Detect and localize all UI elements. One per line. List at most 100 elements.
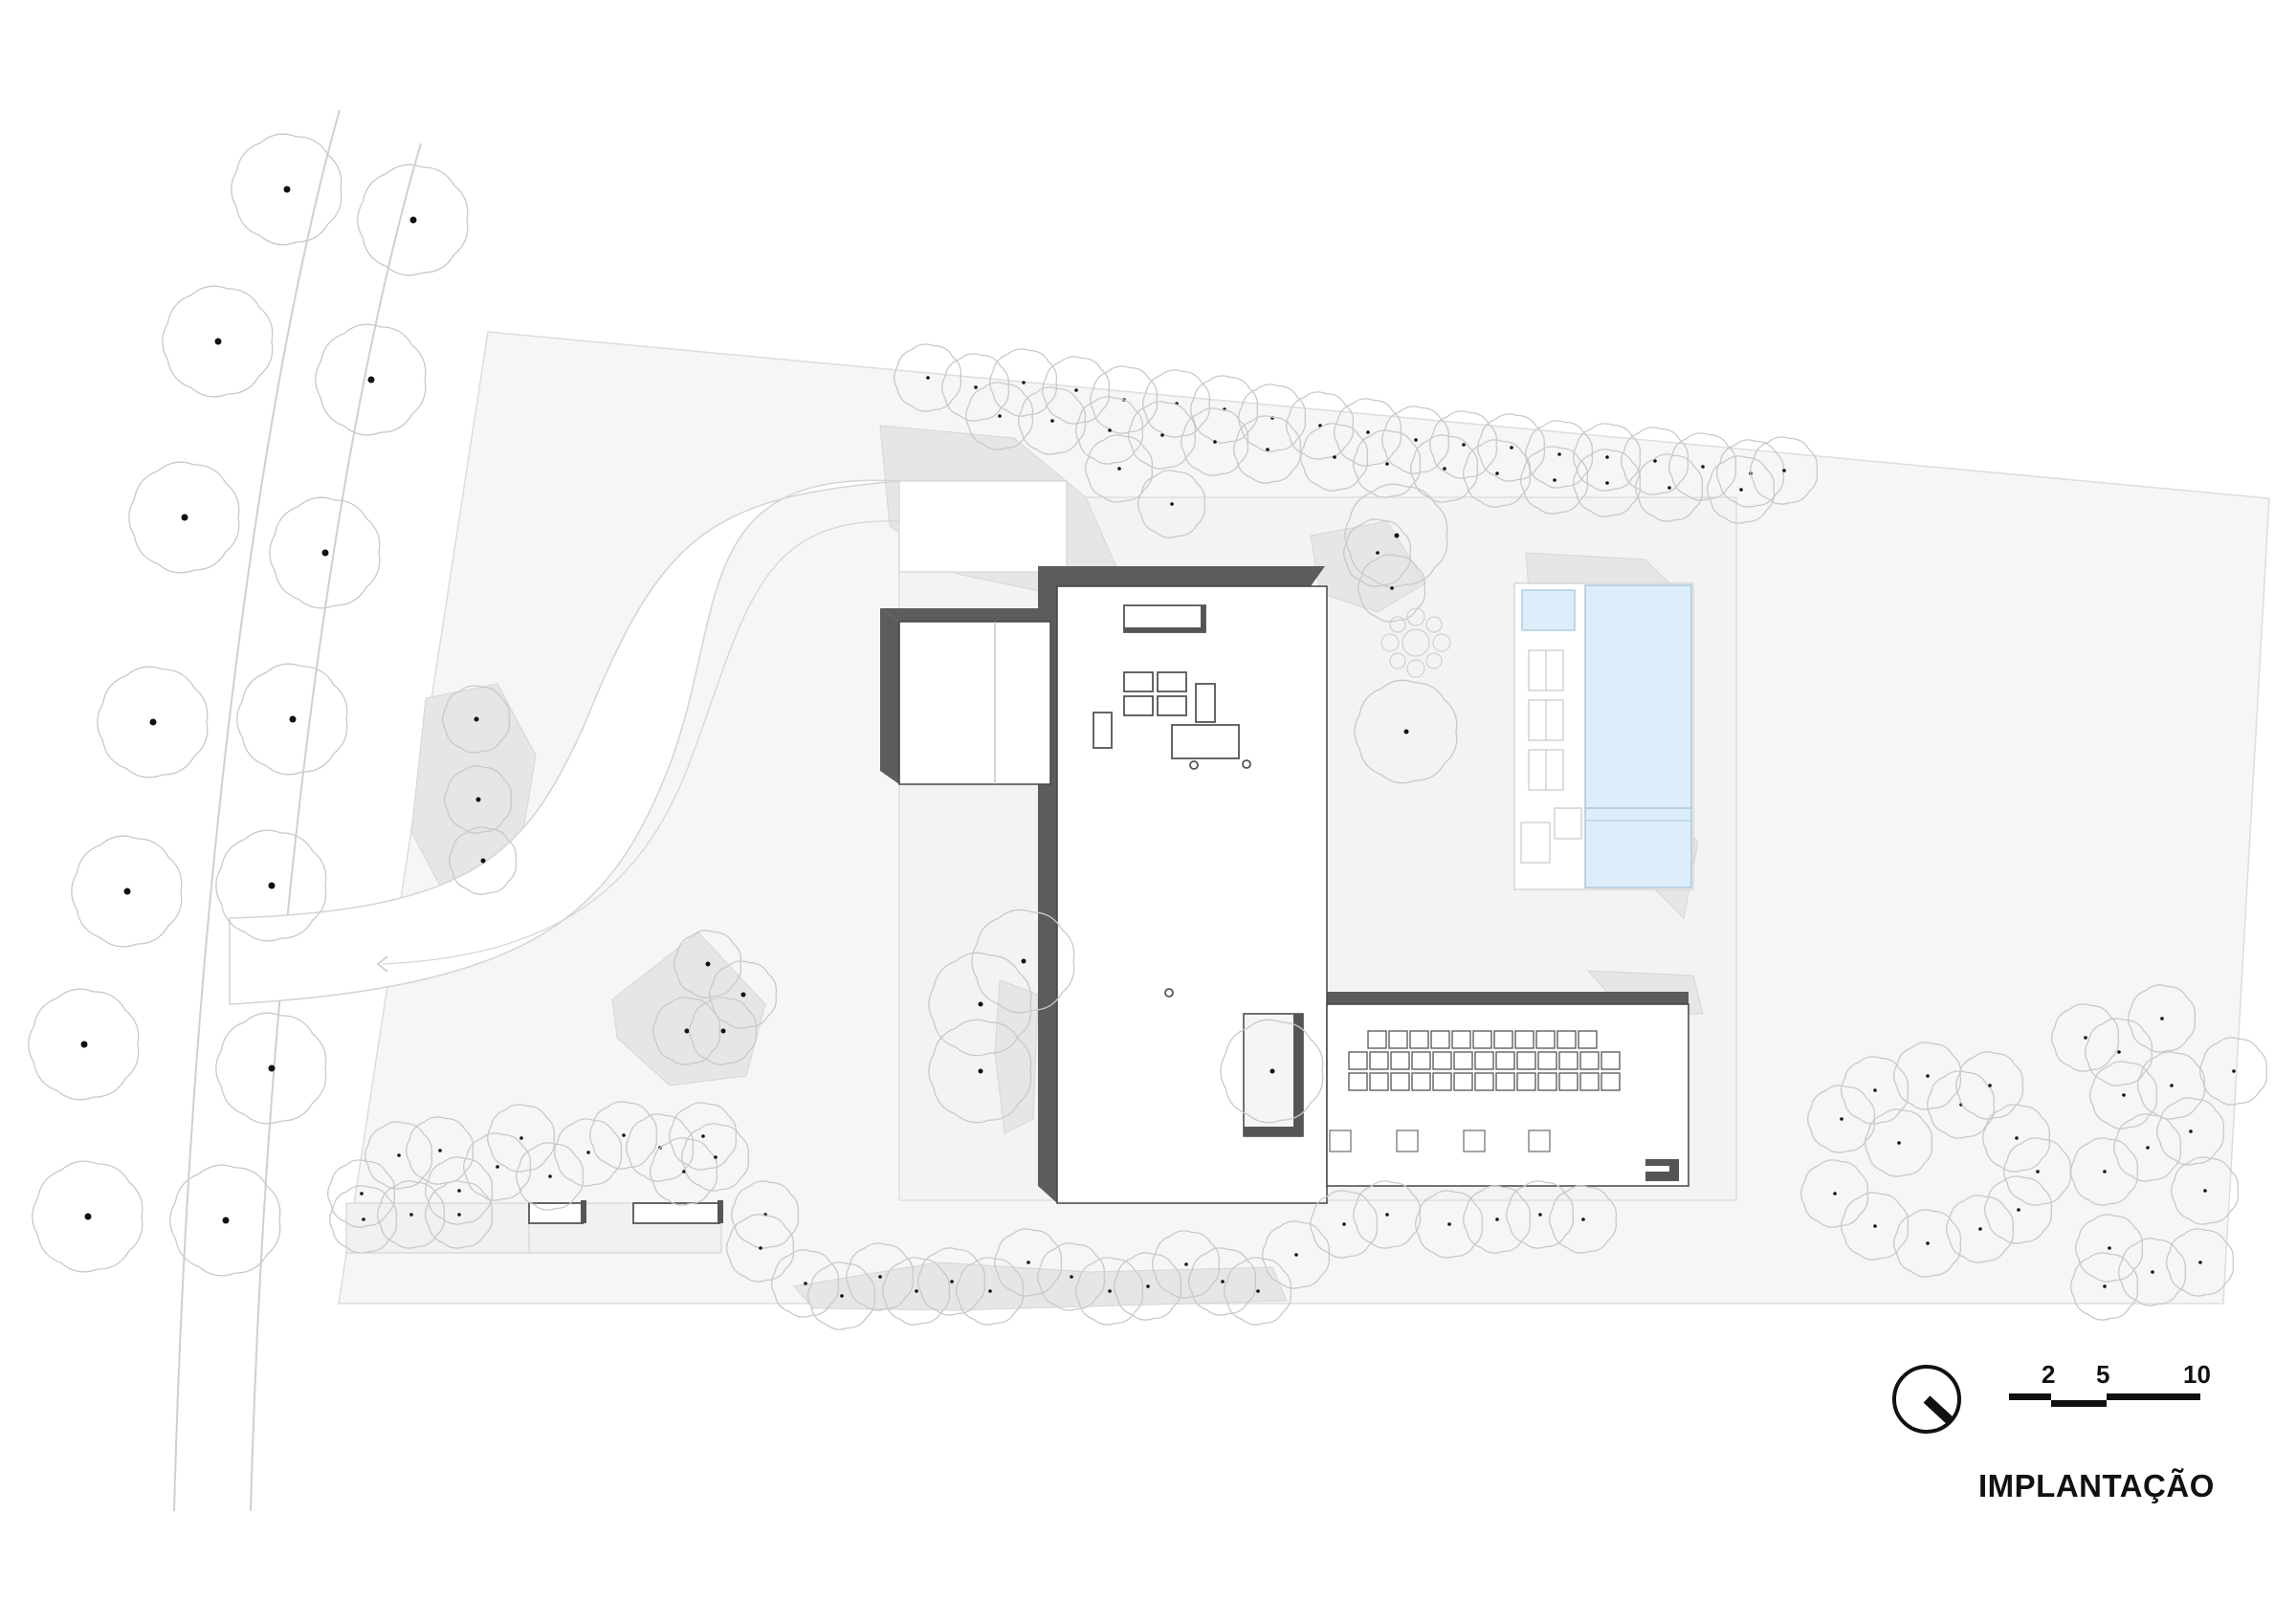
tree-symbol [2128,984,2197,1053]
tree-symbol [1181,407,1249,476]
driveway-centerline [382,520,900,965]
tree-symbol [1233,415,1302,484]
tree-symbol [689,997,758,1065]
tree-symbol [771,1249,840,1318]
tree-symbol [449,826,518,895]
tree-symbol [1807,1085,1876,1153]
tree-symbol [1224,1257,1292,1326]
tree-symbol [1344,483,1448,588]
tree-symbol [516,1142,585,1211]
tree-symbol [917,1247,986,1316]
tree-symbol [709,960,778,1029]
tree-symbol [1946,1195,2015,1263]
tree-symbol [463,1132,532,1201]
tree-symbol [1477,413,1546,482]
tree-symbol [726,1214,795,1283]
tree-symbol [425,1156,494,1225]
tree-symbol [1114,1252,1182,1321]
tree-symbol [1463,439,1532,508]
tree-symbol [1573,423,1642,492]
tree-symbol [487,1104,556,1173]
tree-symbol [1429,410,1498,479]
tree-symbol [128,461,240,574]
tree-symbol [989,348,1058,417]
tree-symbol [1984,1175,2053,1244]
sun-loungers [1520,649,1582,864]
parking-area [345,1200,723,1254]
tree-symbol [1707,455,1776,524]
tree-symbol [1520,446,1589,515]
tree-symbol [28,988,140,1101]
street-edge-left [173,109,341,1512]
scale-label-5: 5 [2096,1360,2110,1389]
tree-symbol [1343,518,1412,587]
tree-symbol [673,930,742,998]
tree-symbol [1220,1019,1324,1124]
tree-symbol [1353,1180,1422,1249]
tree-symbol [1381,406,1450,474]
tree-symbol [650,1137,718,1206]
tree-symbol [1075,1257,1144,1326]
tree-symbol [97,666,209,779]
tree-symbol [1635,453,1704,522]
tree-symbol [882,1257,951,1326]
tree-symbol [236,663,348,776]
tree-symbol [1128,401,1197,470]
tree-symbol [807,1261,876,1330]
scale-bar [2009,1393,2200,1407]
tree-symbol [315,323,427,436]
tree-symbol [994,1228,1063,1297]
tree-symbol [1573,449,1642,517]
tree-symbol [377,1180,446,1249]
tree-symbol [2051,1003,2120,1072]
tree-symbol [1415,1190,1484,1259]
tree-symbol [2070,1252,2139,1321]
tree-symbol [327,1159,396,1228]
tree-symbol [1075,396,1144,465]
tree-symbol [364,1121,433,1190]
tree-symbol [1042,356,1111,425]
tree-symbol [1358,554,1426,623]
tree-symbol [215,829,327,942]
tree-symbol [2075,1214,2144,1283]
tree-symbol [894,343,962,412]
tree-symbol [1152,1230,1221,1299]
tree-symbol [941,353,1010,422]
tree-symbol [1800,1159,1869,1228]
tree-symbol [2171,1156,2240,1225]
tree-symbol [1085,434,1154,503]
roof-shadow [1124,627,1205,632]
tree-symbol [971,909,1075,1014]
garage-wing [898,621,1051,785]
tree-symbol [2003,1137,2072,1206]
tree-symbol [846,1242,915,1311]
patio-court [1243,1013,1304,1137]
tree-symbol [1525,420,1594,489]
tree-symbol [1037,1242,1106,1311]
driveway-arrow [376,955,388,973]
tree-symbol [1841,1056,1910,1125]
tree-symbol [554,1118,623,1187]
tree-symbol [1549,1185,1618,1254]
tree-symbol [1300,423,1369,492]
tree-symbol [669,1102,738,1171]
tree-symbol [357,164,469,276]
tree-symbol [442,685,511,754]
drawing-title: IMPLANTAÇÃO [1978,1468,2215,1503]
tree-symbol [1463,1185,1532,1254]
tree-symbol [2089,1061,2158,1130]
tree-symbol [329,1185,398,1254]
tree-symbol [1668,432,1737,501]
skylights [1329,1130,1551,1152]
driveway [229,479,900,1005]
tree-symbol [1893,1209,1962,1278]
tree-symbol [2166,1228,2235,1297]
tree-symbol [1621,427,1689,495]
carport [898,480,1068,573]
tree-symbol [1865,1108,1933,1177]
tree-symbol [928,1019,1032,1124]
tree-symbol [162,285,274,398]
roof-shadow-side [1201,605,1205,632]
trees [28,133,2268,1330]
street-edge-right [250,143,422,1512]
